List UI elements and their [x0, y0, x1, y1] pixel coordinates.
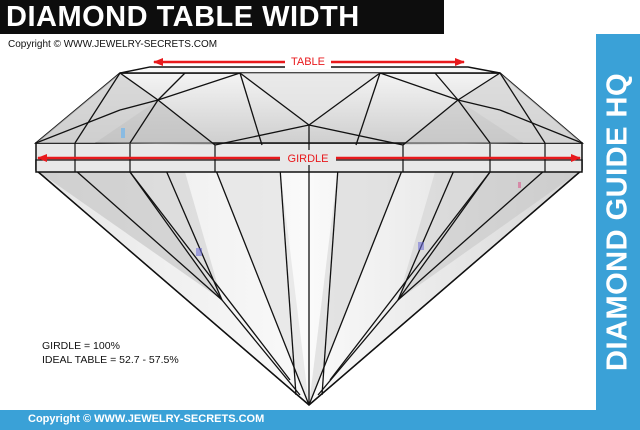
ideal-table-note: IDEAL TABLE = 52.7 - 57.5% — [42, 354, 179, 366]
crown-facets — [35, 72, 583, 146]
notes: GIRDLE = 100% IDEAL TABLE = 52.7 - 57.5% — [42, 339, 179, 367]
footer: Copyright © WWW.JEWELRY-SECRETS.COM — [0, 410, 640, 430]
copyright-bottom: Copyright © WWW.JEWELRY-SECRETS.COM — [28, 413, 265, 425]
side-banner: DIAMOND GUIDE HQ — [596, 34, 640, 410]
girdle-arrow: GIRDLE — [37, 150, 581, 165]
girdle-note: GIRDLE = 100% — [42, 340, 120, 352]
pavilion-facets — [35, 167, 583, 406]
table-arrow: TABLE — [153, 53, 465, 69]
header: DIAMOND TABLE WIDTH — [0, 0, 640, 34]
girdle-label: GIRDLE — [288, 153, 329, 165]
copyright-top: Copyright © WWW.JEWELRY-SECRETS.COM — [8, 39, 218, 50]
side-banner-text: DIAMOND GUIDE HQ — [601, 73, 634, 371]
table-label: TABLE — [291, 56, 325, 68]
page-title: DIAMOND TABLE WIDTH — [0, 0, 444, 34]
